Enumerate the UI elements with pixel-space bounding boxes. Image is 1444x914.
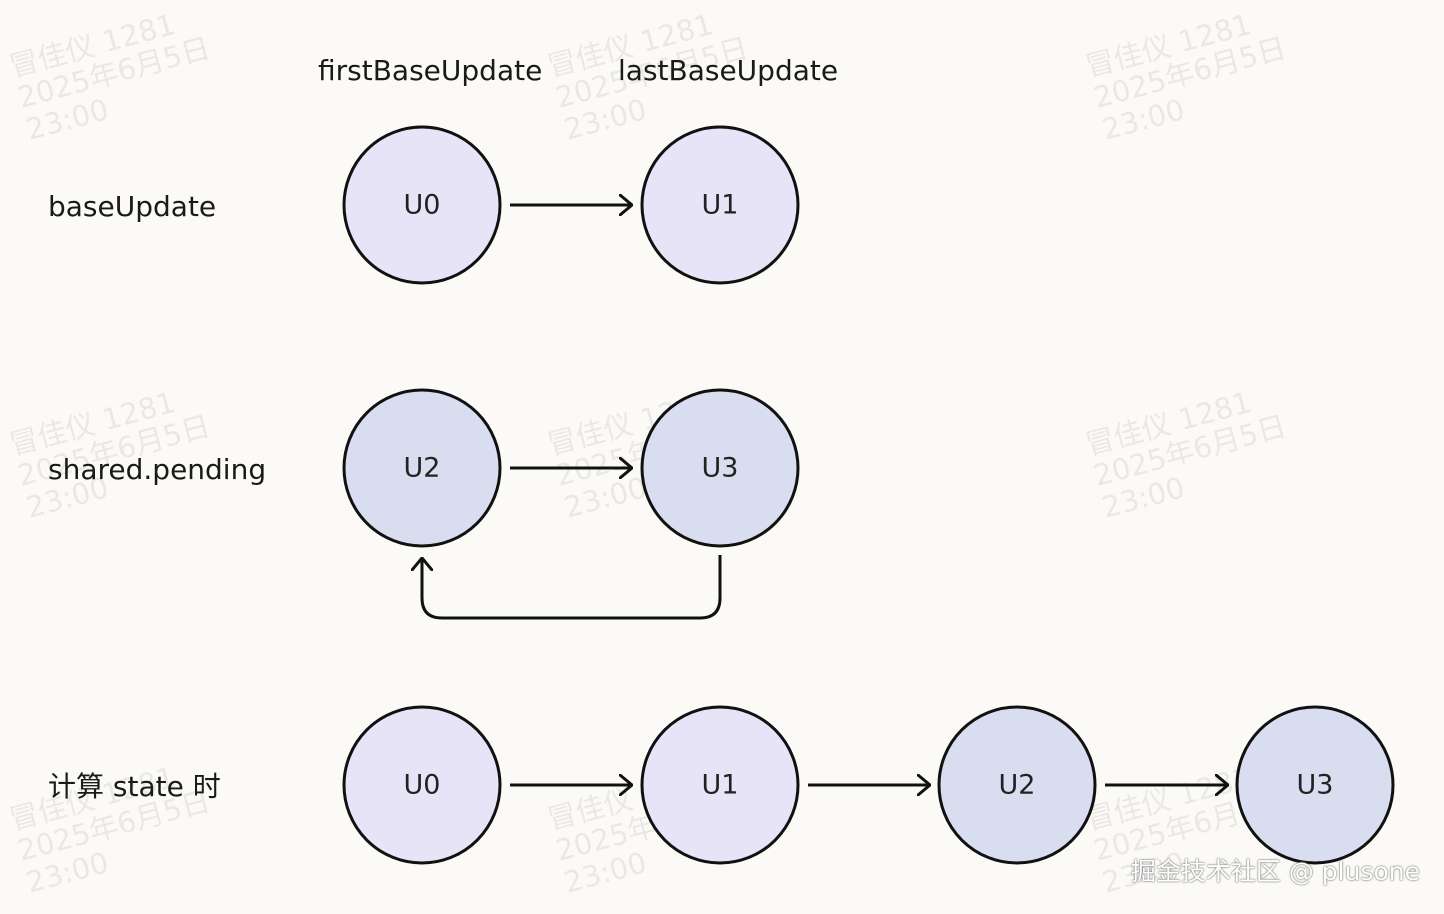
node-label: U3	[702, 453, 739, 484]
row-label-shared-pending: shared.pending	[48, 453, 267, 486]
node-u2	[937, 705, 1097, 865]
node-label: U0	[404, 770, 441, 801]
node-u3	[1235, 705, 1395, 865]
first-base-update-label: firstBaseUpdate	[318, 54, 543, 87]
node-u2	[342, 388, 502, 548]
node-label: U2	[999, 770, 1036, 801]
source-credit: 掘金技术社区 @ plusone	[1130, 857, 1420, 886]
node-u1	[640, 705, 800, 865]
row-label-base-update: baseUpdate	[48, 190, 217, 223]
node-label: U0	[404, 190, 441, 221]
node-label: U2	[404, 453, 441, 484]
node-label: U1	[702, 770, 739, 801]
last-base-update-label: lastBaseUpdate	[618, 54, 839, 87]
node-u0	[342, 125, 502, 285]
node-u1	[640, 125, 800, 285]
node-label: U3	[1297, 770, 1334, 801]
node-label: U1	[702, 190, 739, 221]
loop-arrow-u3-to-u2	[422, 555, 722, 620]
node-u0	[342, 705, 502, 865]
node-u3	[640, 388, 800, 548]
row-label-compute-state: 计算 state 时	[48, 770, 221, 803]
